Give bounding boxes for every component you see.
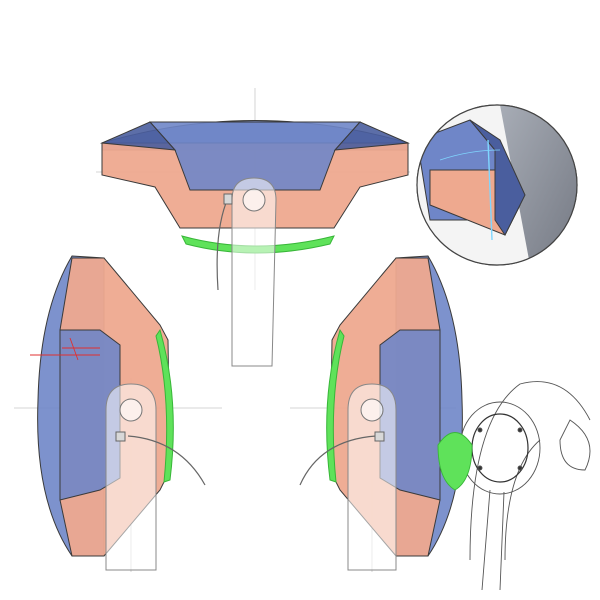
left-view [30, 255, 206, 571]
right-view-mount [347, 383, 397, 571]
green-mount-disc [437, 432, 473, 491]
right-view-green-strip [326, 328, 345, 483]
dimension-annotation [30, 337, 100, 361]
top-view [100, 120, 410, 367]
left-view-mount [105, 383, 157, 571]
detail-view [416, 104, 578, 266]
top-view-mount [231, 177, 277, 367]
left-view-green-strip [155, 328, 174, 483]
helmet-mount [437, 381, 591, 591]
top-view-green-strip [181, 235, 335, 254]
right-view [299, 255, 463, 571]
